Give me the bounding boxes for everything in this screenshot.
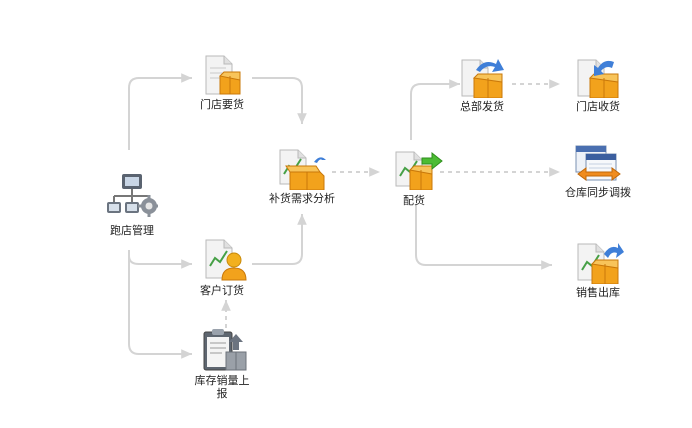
node-label: 跑店管理 [110,224,154,237]
node-zongbu[interactable]: 总部发货 [448,56,516,114]
document-box-icon [205,55,241,95]
document-box-outbound-icon [577,243,624,284]
chart-box-forward-icon [395,151,443,190]
node-kucun[interactable]: 库存销量上报 [190,328,254,402]
connector-peihuo-to-zongbu [410,79,460,140]
node-label: 库存销量上报 [194,374,250,400]
node-mendian-shouhuo[interactable]: 门店收货 [564,56,632,114]
window-sync-icon [575,145,621,181]
node-label: 总部发货 [460,100,504,113]
node-paodian[interactable]: 跑店管理 [92,172,172,244]
connector-kehu-dinghuo-to-buhuo [252,214,307,265]
connector-peihuo-to-xiaoshou [415,205,552,270]
node-peihuo[interactable]: 配货 [384,150,444,208]
node-kehu-dinghuo[interactable]: 客户订货 [190,238,254,300]
node-mendian-yaohuo[interactable]: 门店要货 [190,54,254,114]
connector-paodian-to-kucun [128,250,192,359]
chart-box-return-icon [279,149,326,190]
node-label: 销售出库 [576,286,620,299]
node-label: 门店收货 [576,100,620,113]
network-gear-icon [107,174,158,217]
node-label: 补货需求分析 [269,192,335,205]
node-cangku[interactable]: 仓库同步调拨 [562,144,634,214]
document-box-receive-icon [577,59,619,98]
connector-paodian-to-kehu-dinghuo [128,250,192,269]
clipboard-box-upload-icon [203,329,247,371]
node-xiaoshou[interactable]: 销售出库 [564,240,632,300]
node-label: 仓库同步调拨 [565,186,631,199]
connector-paodian-to-mendian-yaohuo [128,73,192,150]
connector-mendian-yaohuo-to-buhuo [252,77,307,124]
node-buhuo[interactable]: 补货需求分析 [264,148,340,220]
node-label: 门店要货 [200,98,244,111]
node-label: 客户订货 [200,284,244,297]
document-customer-icon [205,239,247,281]
node-label: 配货 [403,194,425,207]
document-box-ship-icon [461,59,504,98]
